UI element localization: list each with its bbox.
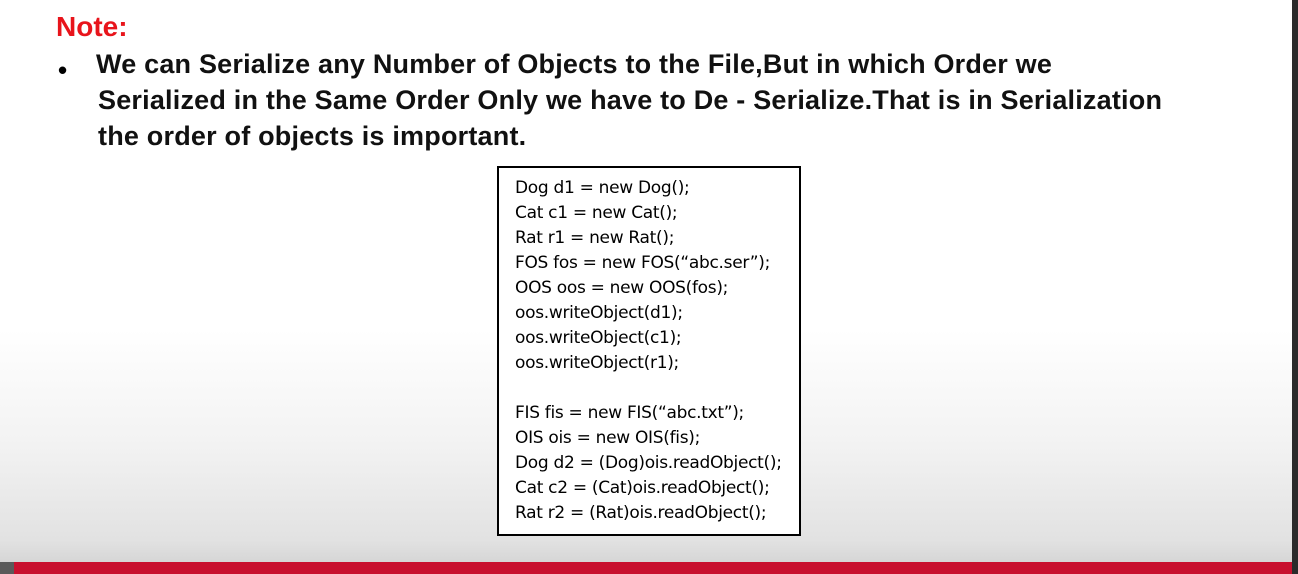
slide: Note: • We can Serialize any Number of O… [56,11,1266,536]
note-line: We can Serialize any Number of Objects t… [96,49,1053,79]
code-line: oos.writeObject(r1); [515,353,679,373]
code-line: oos.writeObject(c1); [515,328,682,348]
bottom-accent-bar [0,562,1292,574]
code-line: Dog d2 = (Dog)ois.readObject(); [515,453,782,473]
code-line: Dog d1 = new Dog(); [515,178,690,198]
code-line: Rat r2 = (Rat)ois.readObject(); [515,503,767,523]
code-line: OOS oos = new OOS(fos); [515,278,729,298]
code-line: FOS fos = new FOS(“abc.ser”); [515,253,771,273]
code-line: Rat r1 = new Rat(); [515,228,675,248]
note-line: the order of objects is important. [98,121,527,151]
code-example-box: Dog d1 = new Dog(); Cat c1 = new Cat(); … [497,166,801,536]
code-line: Cat c2 = (Cat)ois.readObject(); [515,478,770,498]
code-line: Cat c1 = new Cat(); [515,203,678,223]
bottom-bar-edge [0,562,14,574]
code-line: OIS ois = new OIS(fis); [515,428,701,448]
note-title: Note: [56,11,128,42]
bullet-point: • [58,55,68,85]
note-line: Serialized in the Same Order Only we hav… [98,85,1163,115]
code-line: oos.writeObject(d1); [515,303,683,323]
note-bullet-text: We can Serialize any Number of Objects t… [96,46,1266,154]
code-blank-line [515,376,799,401]
code-line: FIS fis = new FIS(“abc.txt”); [515,403,744,423]
right-edge-strip [1292,0,1298,574]
